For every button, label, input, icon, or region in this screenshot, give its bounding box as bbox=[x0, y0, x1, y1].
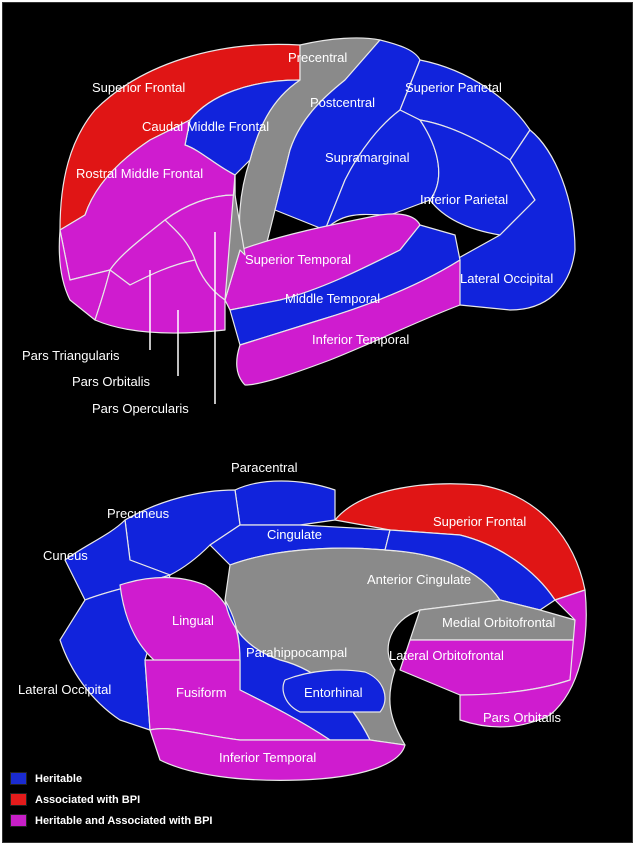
label-caudal-middle-frontal: Caudal Middle Frontal bbox=[142, 119, 269, 134]
label-medial-orbitofrontal: Medial Orbitofrontal bbox=[442, 615, 556, 630]
legend-swatch-heritable bbox=[10, 772, 27, 785]
label-entorhinal: Entorhinal bbox=[304, 685, 363, 700]
region-precuneus bbox=[125, 490, 240, 575]
label-paracentral: Paracentral bbox=[231, 460, 298, 475]
label-pars-triangularis: Pars Triangularis bbox=[22, 348, 120, 363]
label-superior-parietal: Superior Parietal bbox=[405, 80, 502, 95]
label-postcentral: Postcentral bbox=[310, 95, 375, 110]
label-pars-opercularis: Pars Opercularis bbox=[92, 401, 189, 416]
label-inferior-parietal: Inferior Parietal bbox=[420, 192, 508, 207]
label-superior-frontal-medial: Superior Frontal bbox=[433, 514, 526, 529]
label-inferior-temporal-medial: Inferior Temporal bbox=[219, 750, 316, 765]
label-inferior-temporal-lateral: Inferior Temporal bbox=[312, 332, 409, 347]
label-cuneus: Cuneus bbox=[43, 548, 88, 563]
legend-item-heritable: Heritable bbox=[10, 768, 212, 789]
legend: Heritable Associated with BPI Heritable … bbox=[10, 768, 212, 831]
legend-label-associated: Associated with BPI bbox=[35, 794, 140, 806]
label-parahippocampal: Parahippocampal bbox=[246, 645, 347, 660]
label-lingual: Lingual bbox=[172, 613, 214, 628]
legend-swatch-both bbox=[10, 814, 27, 827]
label-pars-orbitalis-medial: Pars Orbitalis bbox=[483, 710, 562, 725]
label-supramarginal: Supramarginal bbox=[325, 150, 410, 165]
legend-item-associated: Associated with BPI bbox=[10, 789, 212, 810]
label-precentral: Precentral bbox=[288, 50, 347, 65]
label-lateral-occipital-lateral: Lateral Occipital bbox=[460, 271, 553, 286]
label-rostral-middle-frontal: Rostral Middle Frontal bbox=[76, 166, 203, 181]
label-fusiform: Fusiform bbox=[176, 685, 227, 700]
label-cingulate: Cingulate bbox=[267, 527, 322, 542]
legend-item-both: Heritable and Associated with BPI bbox=[10, 810, 212, 831]
label-anterior-cingulate: Anterior Cingulate bbox=[367, 572, 471, 587]
legend-swatch-associated bbox=[10, 793, 27, 806]
label-superior-frontal-lateral: Superior Frontal bbox=[92, 80, 185, 95]
label-lateral-orbitofrontal: Lateral Orbitofrontal bbox=[389, 648, 504, 663]
legend-label-both: Heritable and Associated with BPI bbox=[35, 815, 212, 827]
label-middle-temporal: Middle Temporal bbox=[285, 291, 380, 306]
label-pars-orbitalis: Pars Orbitalis bbox=[72, 374, 151, 389]
label-superior-temporal: Superior Temporal bbox=[245, 252, 351, 267]
region-paracentral bbox=[235, 481, 335, 525]
label-lateral-occipital-medial: Lateral Occipital bbox=[18, 682, 111, 697]
legend-label-heritable: Heritable bbox=[35, 773, 82, 785]
label-precuneus: Precuneus bbox=[107, 506, 170, 521]
